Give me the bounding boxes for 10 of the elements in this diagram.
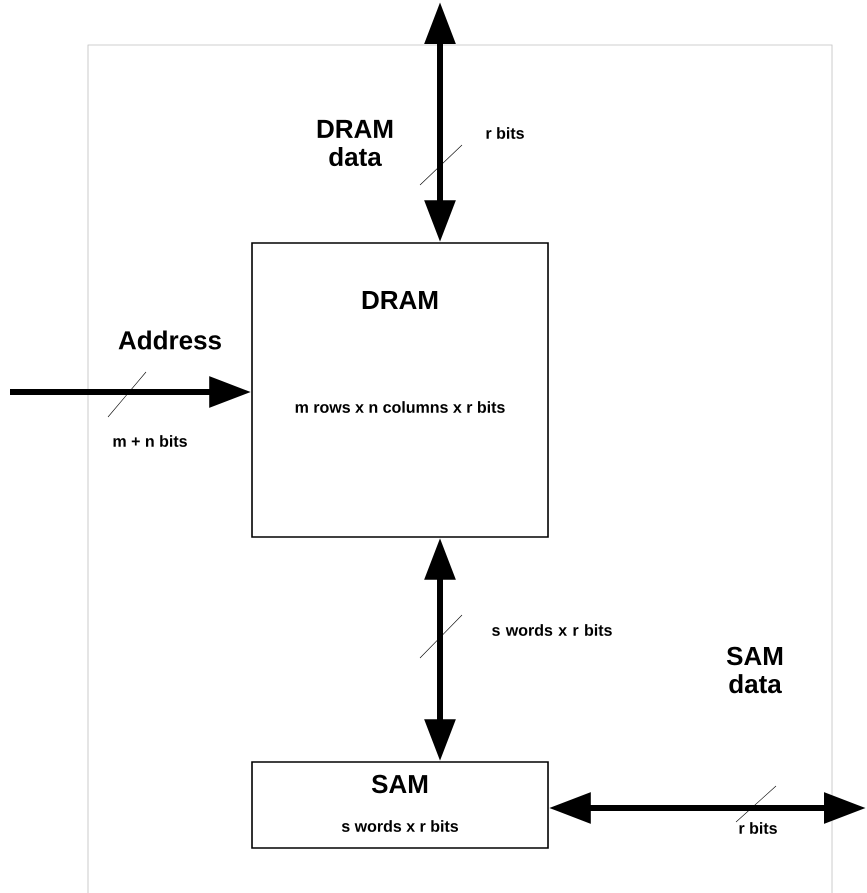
edge-label: s words x r bits [492, 624, 612, 636]
chip-frame [88, 44, 832, 893]
bus-width-label: m + n bits [114, 435, 187, 447]
memory-box: DRAM m rows x n columns x r bits [251, 242, 549, 538]
memory-box: SAM s words x r bits [251, 761, 549, 849]
edge-label: Address [118, 330, 221, 350]
bus-width-label: r bits [486, 127, 524, 139]
edge-label: SAM data [726, 646, 782, 694]
bus-width-label: r bits [740, 822, 777, 834]
edge-label: DRAM data [318, 120, 392, 166]
